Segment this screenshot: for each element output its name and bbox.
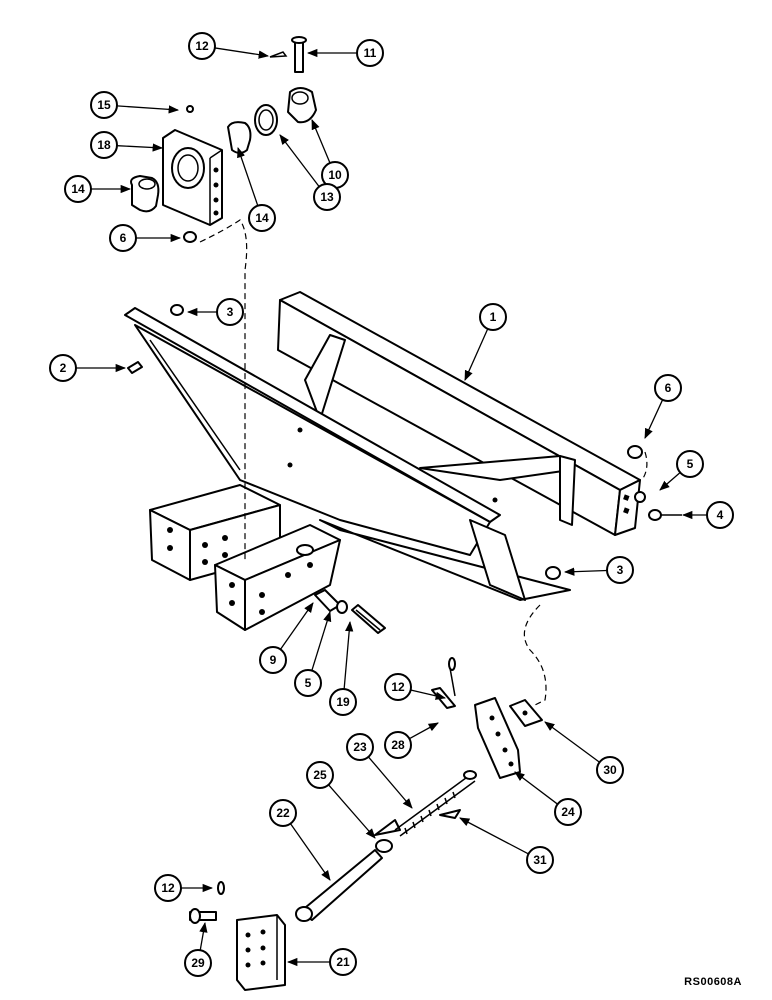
callout-number: 1	[490, 310, 497, 324]
callout-leader	[279, 134, 320, 188]
callout-leader	[343, 620, 354, 690]
callout-number: 15	[97, 98, 111, 112]
callout-circle	[248, 204, 276, 232]
callout-number: 6	[665, 381, 672, 395]
callout-circle	[676, 450, 704, 478]
callout-number: 25	[313, 768, 327, 782]
callout-number: 30	[603, 763, 617, 777]
callout-circle	[259, 646, 287, 674]
callout-circle	[596, 756, 624, 784]
callout-number: 12	[195, 39, 209, 53]
callout-number: 5	[305, 676, 312, 690]
callout-circle	[479, 303, 507, 331]
callout-number: 3	[617, 563, 624, 577]
callout-number: 22	[276, 806, 290, 820]
callout-leader	[659, 472, 681, 491]
callout-number: 12	[161, 881, 175, 895]
callout-leader	[514, 771, 559, 805]
callout-circle	[109, 224, 137, 252]
callout-leader	[410, 689, 447, 700]
callout-circle	[329, 948, 357, 976]
callout-circle	[384, 731, 412, 759]
callout-circle	[706, 501, 734, 529]
callout-circle	[654, 374, 682, 402]
callout-circle	[49, 354, 77, 382]
callout-number: 31	[533, 853, 547, 867]
callout-circle	[294, 669, 322, 697]
callout-circle	[269, 799, 297, 827]
callout-circle	[154, 874, 182, 902]
callout-leader	[328, 784, 376, 839]
callout-number: 24	[561, 805, 575, 819]
callout-circle	[90, 91, 118, 119]
callout-circle	[606, 556, 634, 584]
callout-circle	[64, 175, 92, 203]
callout-number: 12	[391, 680, 405, 694]
callout-leader	[563, 567, 608, 576]
callout-circle	[329, 688, 357, 716]
callout-leader	[409, 722, 439, 740]
callout-circle	[306, 761, 334, 789]
callout-leader	[311, 611, 332, 671]
callout-leader	[464, 328, 489, 381]
callout-circle	[90, 131, 118, 159]
callout-number: 23	[353, 740, 367, 754]
callout-number: 18	[97, 138, 111, 152]
callout-leader	[644, 399, 664, 439]
callout-number: 9	[270, 653, 277, 667]
callout-number: 13	[320, 190, 334, 204]
callout-leader	[279, 602, 314, 650]
callout-number: 3	[227, 305, 234, 319]
callout-number: 29	[191, 956, 205, 970]
callout-circle	[188, 32, 216, 60]
callout-leader	[311, 119, 331, 164]
upper-bearing-assembly	[130, 36, 317, 243]
alignment-lines	[199, 219, 648, 706]
callout-leader	[116, 143, 164, 152]
callout-number: 14	[71, 182, 85, 196]
callout-circle	[216, 298, 244, 326]
callout-circle	[184, 949, 212, 977]
callout-leader	[459, 817, 529, 855]
callout-leader	[116, 105, 180, 114]
figure-reference: RS00608A	[684, 976, 742, 988]
main-frame	[124, 291, 641, 631]
callout-leader	[199, 921, 208, 951]
callout-leader	[367, 756, 413, 809]
callout-number: 28	[391, 738, 405, 752]
callout-circle	[554, 798, 582, 826]
lower-linkage	[189, 657, 543, 991]
callout-number: 14	[255, 211, 269, 225]
callout-number: 19	[336, 695, 350, 709]
callout-number: 6	[120, 231, 127, 245]
callout-number: 2	[60, 361, 67, 375]
callouts: 1233455669101112121213141415181921222324…	[49, 32, 734, 977]
callout-circle	[346, 733, 374, 761]
callout-circle	[526, 846, 554, 874]
frame-hardware	[127, 304, 682, 634]
callout-leader	[544, 721, 600, 763]
callout-leader	[237, 147, 259, 206]
callout-circle	[313, 183, 341, 211]
callout-circle	[384, 673, 412, 701]
callout-leader	[214, 47, 270, 59]
callout-number: 4	[717, 508, 724, 522]
callout-number: 21	[336, 955, 350, 969]
callout-number: 5	[687, 457, 694, 471]
callout-leader	[289, 823, 331, 881]
callout-number: 10	[328, 168, 342, 182]
callout-circle	[356, 39, 384, 67]
callout-number: 11	[364, 46, 377, 60]
